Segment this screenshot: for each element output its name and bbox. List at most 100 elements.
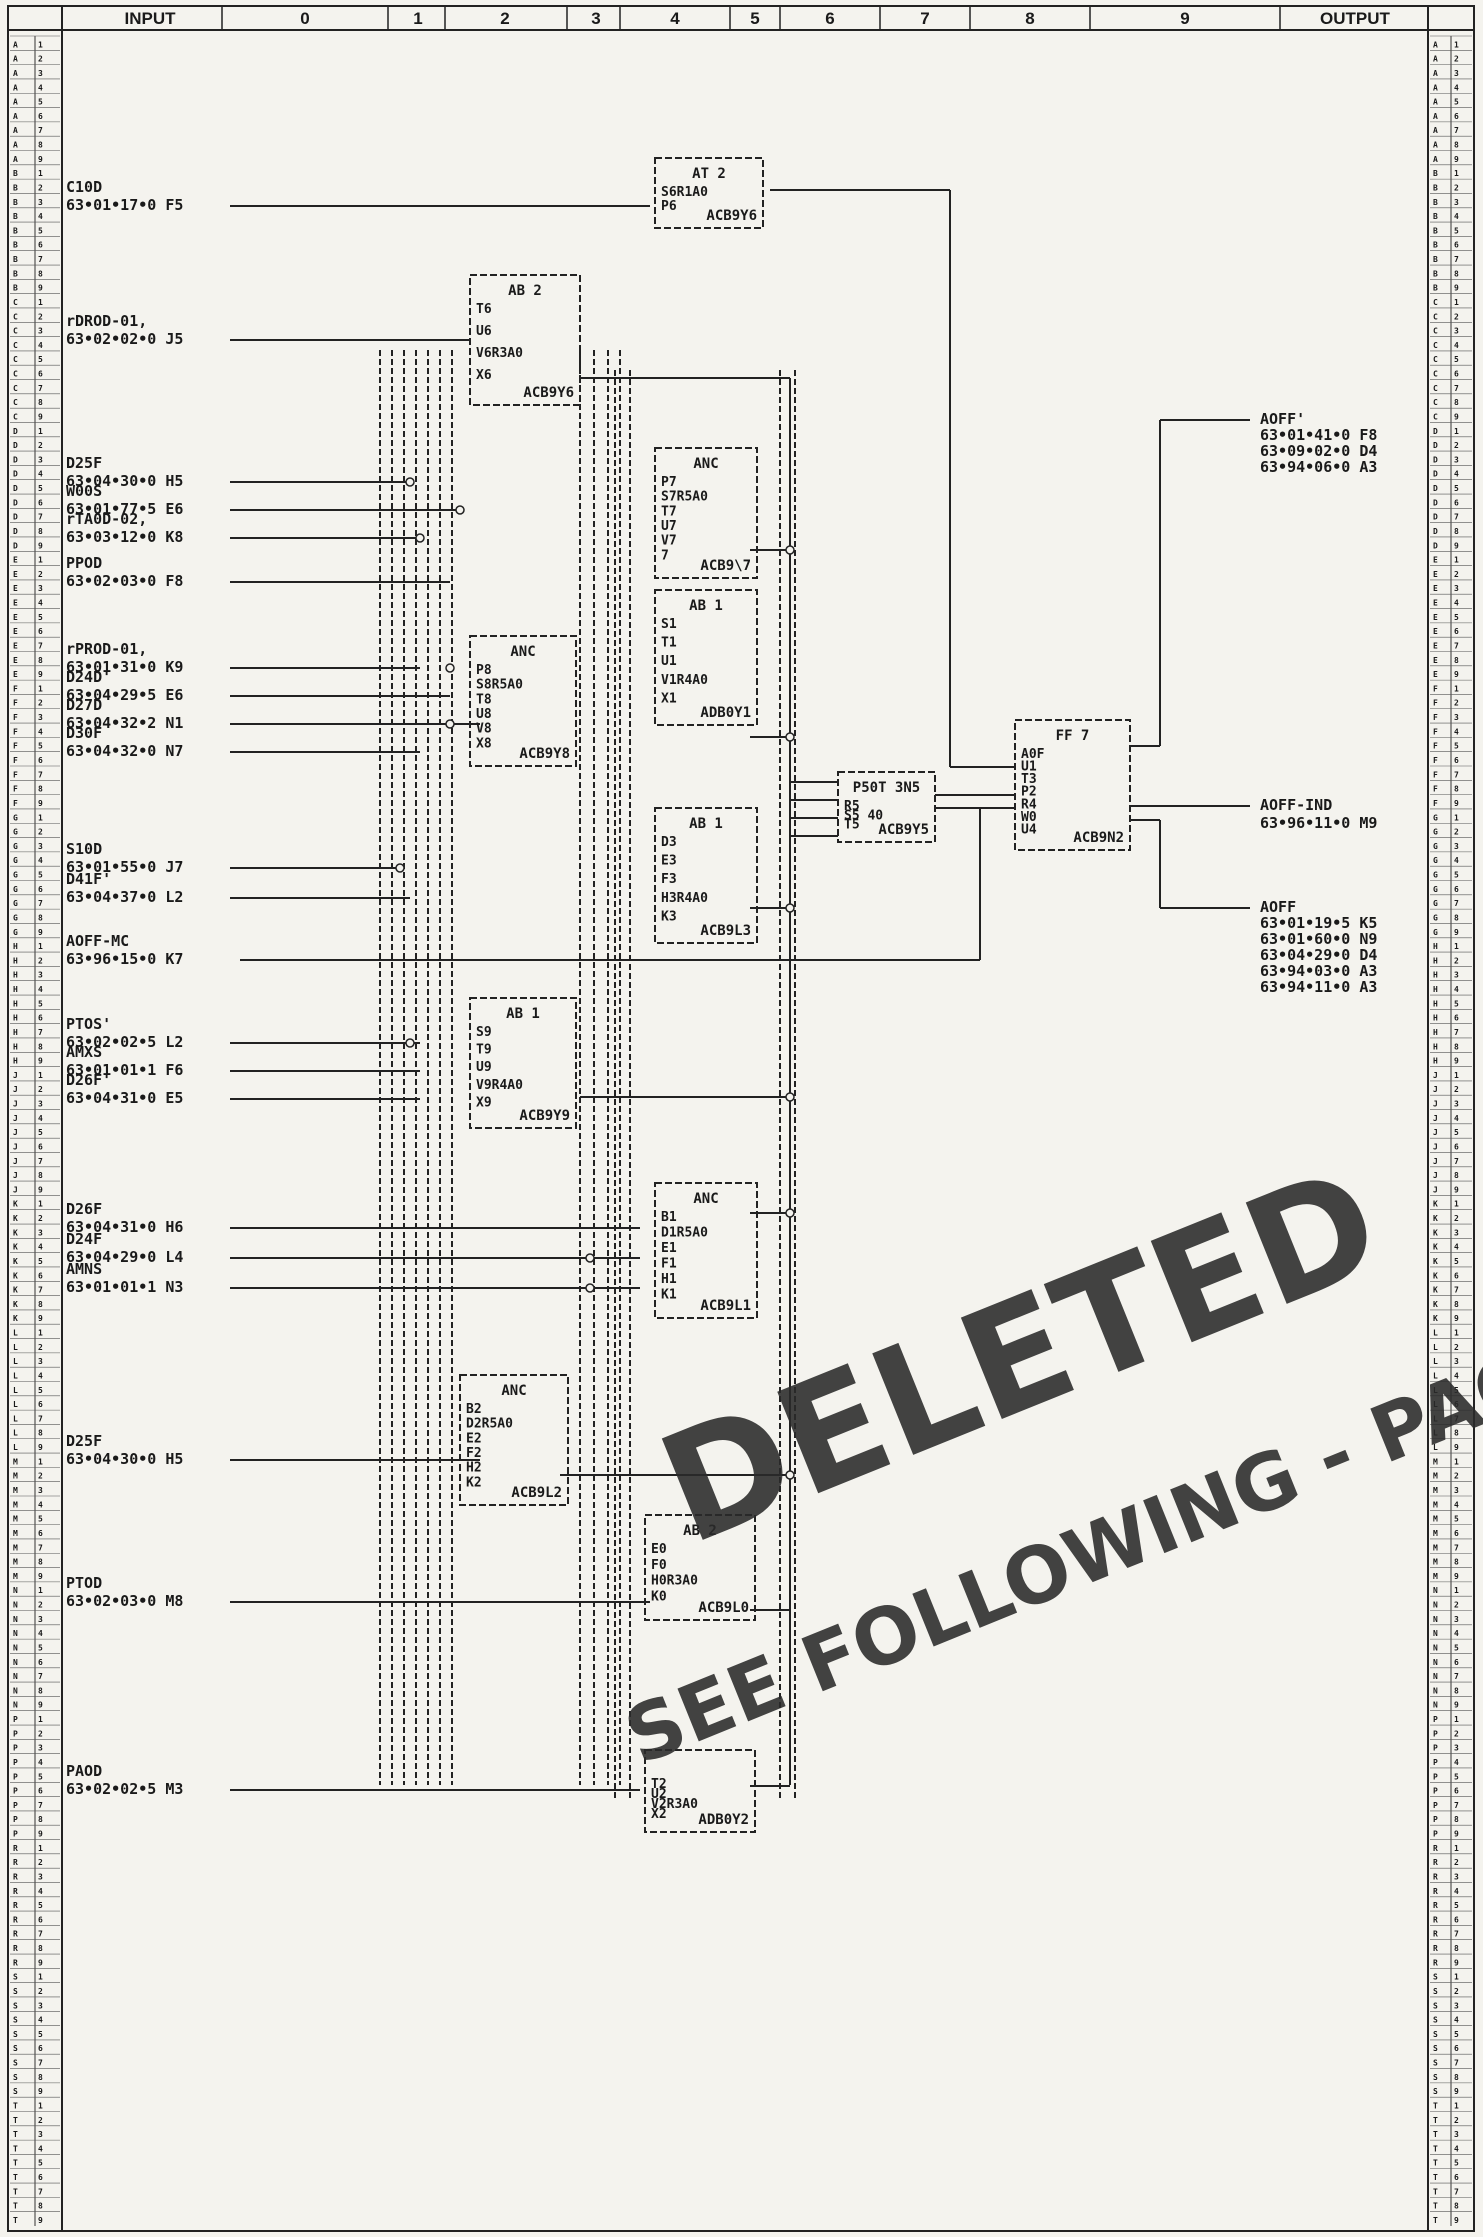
row-number: 9 <box>38 799 43 808</box>
row-number: 4 <box>38 856 43 865</box>
row-number: 4 <box>38 727 43 736</box>
block-pin: K2 <box>466 1475 482 1490</box>
row-letter: S <box>13 2059 18 2068</box>
row-letter: N <box>1433 1586 1438 1595</box>
row-number: 6 <box>38 498 43 507</box>
row-number: 6 <box>1454 1529 1459 1538</box>
row-letter: E <box>1433 641 1438 650</box>
junction <box>785 545 795 555</box>
row-letter: D <box>13 527 18 536</box>
input-label: rDROD-01, <box>66 312 147 330</box>
row-number: 1 <box>1454 1586 1459 1595</box>
row-letter: K <box>1433 1200 1438 1209</box>
row-letter: F <box>1433 756 1438 765</box>
row-letter: T <box>13 2202 18 2211</box>
block-pin: S8R5A0 <box>476 678 523 693</box>
row-number: 1 <box>1454 40 1459 49</box>
row-number: 2 <box>38 1472 43 1481</box>
block-pin: U1 <box>661 654 677 669</box>
input-ref: 63•04•30•0 H5 <box>66 472 183 490</box>
input-ref: 63•04•32•2 N1 <box>66 714 183 732</box>
row-letter: R <box>1433 1901 1438 1910</box>
row-number: 9 <box>1454 1185 1459 1194</box>
row-number: 4 <box>1454 599 1459 608</box>
row-letter: P <box>13 1815 18 1824</box>
row-letter: B <box>1433 269 1438 278</box>
row-letter: L <box>13 1400 18 1409</box>
block-type: P50T 3N5 <box>853 780 920 796</box>
row-letter: H <box>1433 942 1438 951</box>
block-pin: T2 <box>651 1777 667 1792</box>
row-number: 9 <box>38 284 43 293</box>
output-ref: 63•01•41•0 F8 <box>1260 426 1377 444</box>
row-number: 5 <box>1454 1772 1459 1781</box>
row-number: 5 <box>38 1772 43 1781</box>
row-letter: E <box>13 656 18 665</box>
row-letter: R <box>1433 1872 1438 1881</box>
row-letter: N <box>13 1586 18 1595</box>
row-letter: A <box>13 55 18 64</box>
row-number: 8 <box>1454 2073 1459 2082</box>
row-letter: M <box>13 1558 18 1567</box>
row-number: 8 <box>38 1300 43 1309</box>
row-letter: R <box>13 1944 18 1953</box>
row-letter: N <box>13 1601 18 1610</box>
row-letter: L <box>13 1343 18 1352</box>
row-number: 1 <box>1454 169 1459 178</box>
row-letter: N <box>1433 1701 1438 1710</box>
row-letter: N <box>13 1643 18 1652</box>
input-label: D26F <box>66 1200 102 1218</box>
block-pin: K0 <box>651 1589 667 1604</box>
outer-border <box>7 5 1475 2232</box>
row-letter: T <box>1433 2202 1438 2211</box>
block-type: AT 2 <box>692 166 726 182</box>
row-letter: D <box>1433 427 1438 436</box>
row-letter: F <box>13 785 18 794</box>
row-letter: E <box>1433 613 1438 622</box>
row-letter: L <box>1433 1371 1438 1380</box>
block-pin: U8 <box>476 707 492 722</box>
row-number: 2 <box>38 570 43 579</box>
input-label: D41F' <box>66 870 111 888</box>
row-number: 9 <box>1454 1443 1459 1452</box>
junction <box>395 863 405 873</box>
row-letter: A <box>13 83 18 92</box>
row-letter: R <box>1433 1915 1438 1924</box>
row-number: 3 <box>1454 584 1459 593</box>
row-letter: A <box>1433 40 1438 49</box>
row-number: 2 <box>38 828 43 837</box>
row-number: 9 <box>38 1057 43 1066</box>
input-ref: 63•01•01•1 F6 <box>66 1061 183 1079</box>
block-pin: D3 <box>661 835 677 850</box>
row-letter: J <box>1433 1085 1438 1094</box>
row-letter: C <box>1433 384 1438 393</box>
input-ref: 63•01•77•5 E6 <box>66 500 183 518</box>
header-col-9: 9 <box>1180 9 1189 28</box>
block-pin: S6R1A0 <box>661 185 708 200</box>
junction <box>445 719 455 729</box>
row-number: 7 <box>38 1543 43 1552</box>
row-letter: P <box>13 1758 18 1767</box>
row-letter: E <box>13 627 18 636</box>
header-col-input: INPUT <box>125 9 177 28</box>
row-letter: K <box>1433 1271 1438 1280</box>
row-letter: T <box>13 2116 18 2125</box>
block-pin: X8 <box>476 736 492 751</box>
row-number: 2 <box>1454 2116 1459 2125</box>
row-letter: C <box>1433 412 1438 421</box>
row-number: 3 <box>1454 327 1459 336</box>
row-letter: T <box>1433 2187 1438 2196</box>
row-number: 7 <box>1454 1543 1459 1552</box>
row-letter: M <box>13 1472 18 1481</box>
row-number: 8 <box>1454 1944 1459 1953</box>
row-letter: T <box>1433 2101 1438 2110</box>
row-number: 3 <box>38 1744 43 1753</box>
row-letter: B <box>1433 241 1438 250</box>
row-number: 8 <box>1454 1686 1459 1695</box>
row-letter: P <box>13 1772 18 1781</box>
row-number: 2 <box>1454 1214 1459 1223</box>
